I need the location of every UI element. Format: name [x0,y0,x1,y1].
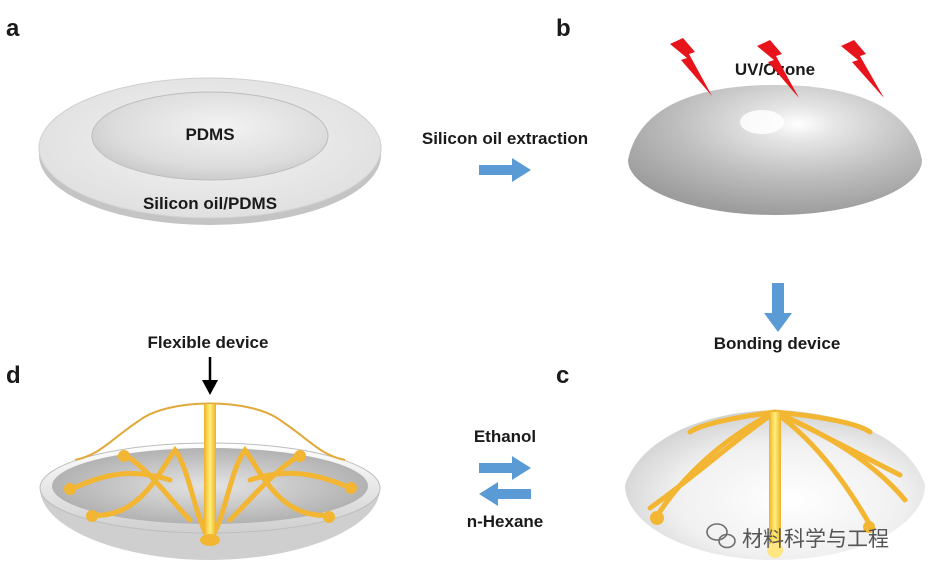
down-arrow-icon [764,283,792,332]
silicon-oil-pdms-label: Silicon oil/PDMS [143,194,277,213]
pdms-dome [628,85,922,215]
watermark-text: 材料科学与工程 [742,528,889,551]
down-arrow-icon [202,357,218,395]
panel-d-letter: d [6,362,21,389]
flexible-device-label: Flexible device [148,333,269,352]
bonded-device-dome [625,409,925,560]
pdms-label: PDMS [185,125,234,144]
pdms-disc [38,77,382,225]
left-arrow-icon [479,482,531,506]
lightning-bolt-icon [670,38,712,96]
ethanol-label: Ethanol [474,427,536,446]
panel-a-letter: a [6,15,20,42]
n-hexane-label: n-Hexane [467,512,544,531]
right-arrow-icon [479,158,531,182]
wechat-icon [706,523,736,549]
panel-c-letter: c [556,362,569,389]
panel-b-letter: b [556,15,571,42]
lightning-bolt-icon [841,40,884,98]
right-arrow-icon [479,456,531,480]
bonding-step-label: Bonding device [714,334,841,353]
lightning-bolt-icon [757,40,799,98]
flexible-device-bowl [39,402,381,560]
extraction-step-label: Silicon oil extraction [422,129,588,148]
